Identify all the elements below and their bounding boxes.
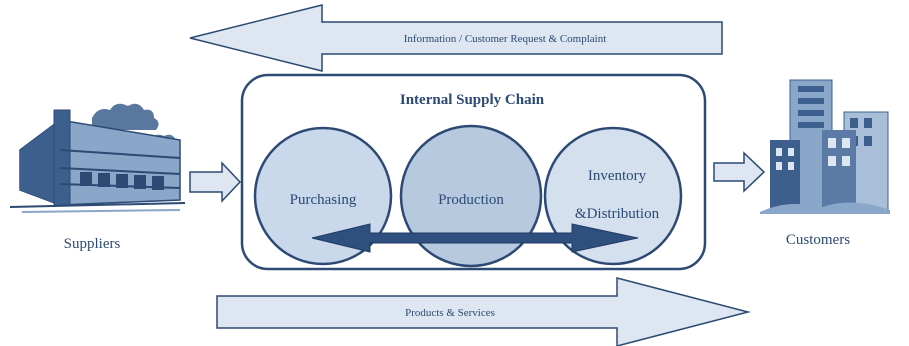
supplier-to-chain-arrow (189, 161, 242, 203)
products-services-label: Products & Services (405, 307, 495, 319)
information-flow-arrow: Information / Customer Request & Complai… (189, 4, 723, 72)
customers-label: Customers (786, 232, 850, 248)
purchasing-label: Purchasing (290, 192, 357, 208)
chain-to-customer-arrow (713, 151, 766, 193)
production-label: Production (438, 192, 504, 208)
distribution-label: &Distribution (575, 206, 660, 222)
process-circles: Purchasing Production Inventory &Distrib… (253, 124, 683, 268)
suppliers-label: Suppliers (64, 236, 121, 252)
production-circle (399, 124, 543, 268)
inventory-label: Inventory (588, 168, 647, 184)
information-flow-label: Information / Customer Request & Complai… (404, 33, 607, 45)
customers-city-illustration (760, 79, 890, 214)
internal-supply-chain-title: Internal Supply Chain (400, 92, 545, 108)
internal-flow-double-arrow (311, 223, 639, 253)
suppliers-factory-illustration (9, 103, 186, 213)
products-services-arrow: Products & Services (216, 277, 751, 346)
